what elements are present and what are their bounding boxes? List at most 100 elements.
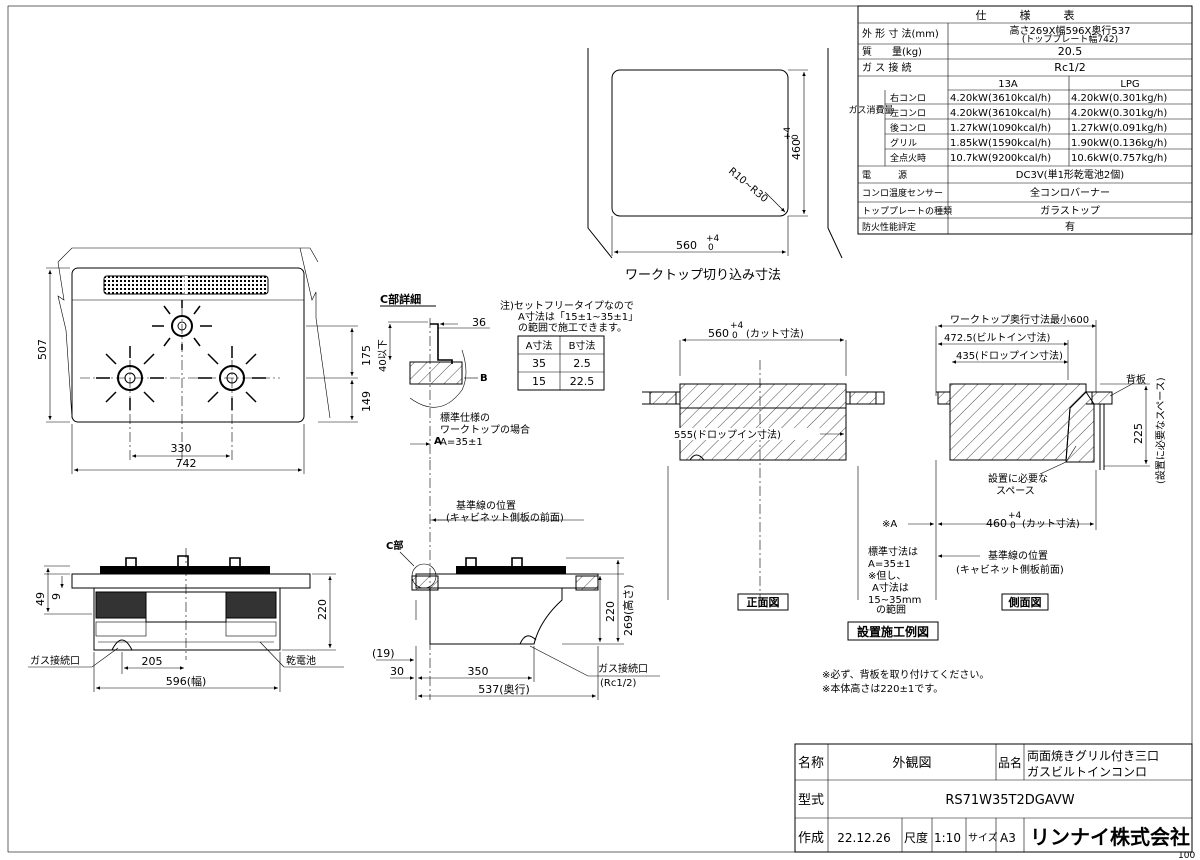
install-cut-tol0: 0 xyxy=(732,331,738,341)
c-detail-b: B xyxy=(480,373,488,384)
install-drop: 555(ドロップイン寸法) xyxy=(674,428,781,441)
note-block: 注)セットフリータイプなので A寸法は「15±1~35±1」 の範囲で施工できま… xyxy=(500,299,638,391)
install-std: ※但し、 xyxy=(868,570,906,582)
cutout-tol0: 0 xyxy=(791,134,801,140)
side-d537: 537(奥行) xyxy=(478,682,530,696)
note-cell: 15 xyxy=(532,375,546,388)
top-d507: 507 xyxy=(36,339,49,360)
front-d220: 220 xyxy=(316,599,329,620)
install-cut2: (カット寸法) xyxy=(1022,517,1080,530)
spec-value-fire: 有 xyxy=(1065,220,1075,233)
title-name-value: 外観図 xyxy=(892,756,931,771)
c-detail-std3: A=35±1 xyxy=(440,437,483,448)
spec-gas-row-label: 左コンロ xyxy=(890,107,926,119)
note-cell: 22.5 xyxy=(570,375,595,388)
note-line: A寸法は「15±1~35±1」 xyxy=(518,310,638,323)
note-header: B寸法 xyxy=(569,339,596,352)
side-gas-label: ガス接続口 xyxy=(598,662,648,675)
spec-gas-row-label: 右コンロ xyxy=(890,92,926,104)
note-cell: 2.5 xyxy=(573,357,591,370)
side-ref-sub: (キャビネット側板の前面) xyxy=(446,511,564,524)
install-title: 設置施工例図 xyxy=(857,624,929,639)
install-std: A寸法は xyxy=(872,581,909,594)
front-d9: 9 xyxy=(50,593,63,600)
install-cut-tol: +4 xyxy=(730,321,744,331)
company-logo: リンナイ株式会社 xyxy=(1030,825,1190,849)
spec-value-mass: 20.5 xyxy=(1058,45,1083,58)
cutout-caption: ワークトップ切り込み寸法 xyxy=(625,268,781,283)
front-d49: 49 xyxy=(34,592,47,606)
spec-gas-group: ガス消費量 xyxy=(848,104,893,116)
title-block: 名称 外観図 品名 両面焼きグリル付き三口 ガスビルトインコンロ 型式 RS71… xyxy=(794,743,1195,860)
install-ref1: 基準線の位置 xyxy=(988,549,1048,562)
install-front-view: 560 +4 0 (カット寸法) 555(ドロップイン寸法) 正面図 xyxy=(642,321,885,611)
side-d350: 350 xyxy=(468,665,489,678)
side-d30: 30 xyxy=(390,665,404,678)
cutout-width-tol: +4 xyxy=(706,234,720,244)
spec-gas-row-a: 1.85kW(1590kcal/h) xyxy=(950,138,1051,149)
title-product2: ガスビルトインコンロ xyxy=(1027,765,1147,779)
install-d460-tol0: 0 xyxy=(1010,521,1016,531)
spec-gas-row-b: 10.6kW(0.757kg/h) xyxy=(1071,153,1167,164)
front-view: 49 9 220 205 596(幅) ガス接続口 乾電池 xyxy=(28,548,344,692)
c-detail-std2: ワークトップの場合 xyxy=(440,423,530,436)
title-scale-label: 尺度 xyxy=(904,830,928,845)
spec-gas-row-a: 4.20kW(3610kcal/h) xyxy=(950,93,1051,104)
spec-gas-row-label: グリル xyxy=(890,137,917,149)
spec-table: 仕 様 表 外 形 寸 法(mm) 高さ269X幅596X奥行537 (トッププ… xyxy=(848,5,1193,235)
title-product1: 両面焼きグリル付き三口 xyxy=(1027,749,1159,763)
top-plate xyxy=(71,267,305,423)
front-trivets xyxy=(100,566,270,574)
spec-title: 仕 様 表 xyxy=(976,8,1075,22)
front-battery-label: 乾電池 xyxy=(286,654,316,667)
install-d225: 225 xyxy=(1132,423,1145,444)
cutout-corner: R10~R30 xyxy=(726,166,770,205)
side-d269: 269(高さ) xyxy=(621,584,635,636)
front-top-plate xyxy=(71,573,311,589)
spec-gas-row-b: 1.27kW(0.091kg/h) xyxy=(1071,123,1167,134)
spec-gas-row-a: 1.27kW(1090kcal/h) xyxy=(950,123,1051,134)
c-detail-a: A xyxy=(434,436,442,447)
install-builtin: 472.5(ビルトイン寸法) xyxy=(944,331,1051,344)
cutout-view: 460 +4 0 560 +4 0 R10~R30 ワークトップ切り込み寸法 xyxy=(587,48,843,283)
spec-gas-row-label: 全点火時 xyxy=(890,152,926,164)
note-height: ※本体高さは220±1です。 xyxy=(822,682,943,695)
front-gas-label: ガス接続口 xyxy=(30,654,80,667)
spec-header-13a: 13A xyxy=(998,79,1018,90)
install-space-v: (設置に必要なスペース) xyxy=(1154,377,1167,484)
front-d596: 596(幅) xyxy=(166,675,207,688)
title-made-label: 作成 xyxy=(798,831,824,846)
spec-gas-row-a: 10.7kW(9200kcal/h) xyxy=(950,153,1051,164)
install-side-view: ワークトップ奥行寸法最小600 472.5(ビルトイン寸法) 435(ドロップイ… xyxy=(847,313,1167,641)
install-std: A=35±1 xyxy=(868,559,911,570)
side-c-label: C部 xyxy=(386,539,403,552)
install-side-title: 側面図 xyxy=(1008,595,1042,609)
spec-label-mass: 質 量(kg) xyxy=(862,45,922,58)
cutout-width: 560 xyxy=(676,239,697,252)
spec-value-dims-sub: (トッププレート幅742) xyxy=(1022,33,1118,45)
cutout-height: 460 xyxy=(790,139,803,160)
install-std: 15~35mm xyxy=(868,595,921,606)
drawing-border xyxy=(7,5,1193,853)
spec-value-power: DC3V(単1形乾電池2個) xyxy=(1016,168,1125,181)
spec-label-sensor: コンロ温度センサー xyxy=(862,187,943,199)
note-header: A寸法 xyxy=(526,339,553,352)
front-panel-left xyxy=(95,591,147,619)
front-d205: 205 xyxy=(142,655,163,668)
top-view: 507 175 149 330 742 xyxy=(36,247,373,474)
top-d175: 175 xyxy=(360,345,373,366)
c-detail-title: C部詳細 xyxy=(380,292,421,306)
spec-gas-row-b: 4.20kW(0.301kg/h) xyxy=(1071,93,1167,104)
spec-value-plate: ガラストップ xyxy=(1040,205,1100,217)
page-number: 100 xyxy=(1178,851,1195,860)
title-scale: 1:10 xyxy=(934,831,961,845)
install-dropin: 435(ドロップイン寸法) xyxy=(956,349,1063,362)
install-space1: 設置に必要な xyxy=(988,472,1048,485)
install-starA: ※A xyxy=(882,519,897,530)
spec-label-dims: 外 形 寸 法(mm) xyxy=(862,27,939,40)
spec-gas-row-b: 4.20kW(0.301kg/h) xyxy=(1071,108,1167,119)
install-d460: 460 xyxy=(986,517,1007,530)
c-detail-d36: 36 xyxy=(472,316,486,329)
spec-value-dims: 高さ269X幅596X奥行537 xyxy=(1010,24,1131,37)
install-cut: 560 xyxy=(708,327,729,340)
